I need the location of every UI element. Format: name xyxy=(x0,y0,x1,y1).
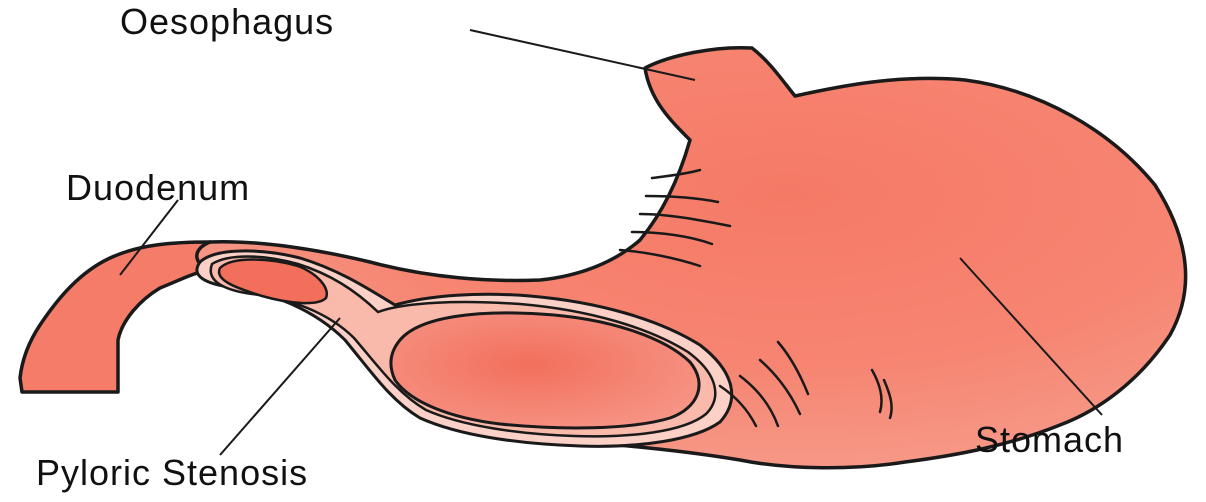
leader-line-oesophagus xyxy=(469,29,696,81)
label-stomach: Stomach xyxy=(975,419,1125,460)
leader-line-pyloric-stenosis xyxy=(219,317,341,456)
leader-lines xyxy=(119,29,1103,456)
leader-line-stomach xyxy=(959,257,1103,416)
label-oesophagus: Oesophagus xyxy=(120,1,335,42)
leader-line-duodenum xyxy=(119,199,179,276)
rugae-folds xyxy=(618,168,893,428)
pyloric-lumen-small xyxy=(217,258,329,305)
duodenum-shape xyxy=(18,240,212,394)
label-pyloric-stenosis: Pyloric Stenosis xyxy=(36,452,309,493)
label-duodenum: Duodenum xyxy=(66,167,251,208)
stomach-lumen-chamber xyxy=(389,311,701,430)
